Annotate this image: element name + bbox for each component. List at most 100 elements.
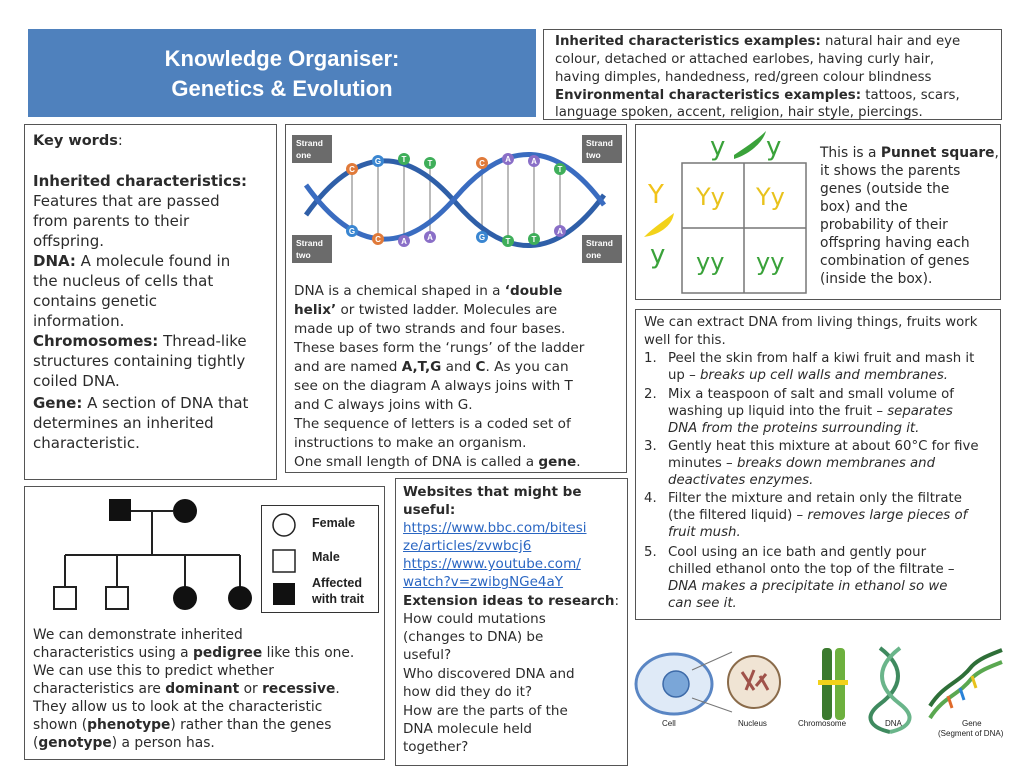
inherited-def-2: from parents to their (33, 212, 190, 230)
websites-heading-1-text: Websites that might be (403, 484, 582, 500)
allele-top-2: y (766, 132, 781, 162)
pedigree-text-6c: ) rather than the genes (170, 717, 332, 733)
extract-step-3-l3i: deactivates enzymes. (668, 473, 814, 488)
gene-term: Gene: A section of DNA that (33, 393, 248, 413)
key-words-heading-colon: : (117, 133, 123, 149)
pedigree-son-1 (53, 586, 77, 610)
allele-left-1: Y (647, 180, 664, 210)
inherited-term: Inherited characteristics: (33, 171, 247, 191)
helix-base-bottom-dot (346, 225, 358, 237)
helix-text-10c: . (576, 454, 581, 470)
nucleus-chromosomes-icon (740, 669, 770, 691)
legend-female-label: Female (312, 516, 356, 530)
helix-base-top-letter: A (557, 227, 563, 236)
extension-idea-6: How are the parts of the (403, 703, 568, 719)
extension-idea-5: how did they do it? (403, 684, 533, 700)
inherited-examples-label: Inherited characteristics examples: (555, 34, 821, 49)
punnett-square-diagram: y y Y y Yy Yy yy yy (644, 131, 807, 294)
helix-text-8: The sequence of letters is a coded set o… (294, 416, 571, 432)
extract-step-1-l2: up – breaks up cell walls and membranes. (668, 367, 948, 385)
extension-heading-text: Extension ideas to research (403, 593, 615, 609)
extension-heading-colon: : (614, 593, 620, 609)
extract-step-2-l2i: separates (887, 404, 953, 419)
extension-heading: Extension ideas to research: (403, 592, 619, 610)
pedigree-daughter-2-affected (228, 586, 252, 610)
chromosome-label: Chromosome (798, 719, 847, 728)
extract-step-5-l2: chilled ethanol onto the top of the filt… (668, 562, 955, 577)
pedigree-text-2a: characteristics using a (33, 645, 193, 661)
helix-bases-atg: A,T,G (401, 359, 442, 375)
inherited-def-3: offspring. (33, 232, 104, 250)
extract-step-2-l1: Mix a teaspoon of salt and small volume … (668, 387, 954, 402)
pedigree-son-2 (105, 586, 129, 610)
extract-step-4-l3i: fruit mush. (668, 525, 741, 540)
gene-def-2: characteristic. (33, 434, 140, 452)
extract-step-2-l3: DNA from the proteins surrounding it. (668, 420, 919, 438)
extract-step-4-l2i: removes large pieces of (807, 508, 968, 523)
gene-rung-3 (970, 675, 978, 689)
helix-text-1: DNA is a chemical shaped in a ‘double (294, 282, 562, 301)
dna-extraction-panel: We can extract DNA from living things, f… (635, 309, 1001, 620)
environmental-examples-text: tattoos, scars, (861, 88, 960, 103)
gene-def-1: determines an inherited (33, 414, 214, 432)
phenotype-term: phenotype (87, 717, 171, 733)
gene-sublabel: (Segment of DNA) (938, 729, 1004, 738)
pedigree-text-2c: like this one. (262, 645, 355, 661)
helix-base-top-dot (476, 231, 488, 243)
helix-base-top-dot (398, 153, 410, 165)
punnett-term: Punnet square (880, 145, 995, 161)
youtube-link-cont[interactable]: watch?v=zwibgNGe4aY (403, 574, 564, 590)
legend-affected-label-2: with trait (312, 592, 365, 606)
helix-base-top-dot (346, 163, 358, 175)
extract-step-5-l4i: can see it. (668, 596, 737, 611)
bbc-link-line-2[interactable]: ze/articles/zvwbcj6 (403, 537, 531, 555)
punnett-text-7: combination of genes (820, 253, 970, 269)
bbc-link-cont[interactable]: ze/articles/zvwbcj6 (403, 538, 532, 554)
youtube-link[interactable]: https://www.youtube.com/ (403, 556, 581, 572)
environmental-examples-line-1: Environmental characteristics examples: … (555, 86, 960, 105)
gene-rung-2 (958, 687, 966, 701)
nucleus-label: Nucleus (738, 719, 767, 728)
legend-male-label: Male (312, 550, 340, 564)
extract-step-2-l3i: DNA from the proteins surrounding it. (668, 421, 920, 436)
helix-base-top-dot (424, 157, 436, 169)
helix-text-9: instructions to make an organism. (294, 435, 527, 451)
dna-strand-a (868, 646, 900, 734)
extract-step-5-num: 5. (644, 545, 657, 560)
bbc-link[interactable]: https://www.bbc.com/bitesi (403, 520, 587, 536)
punnett-text-2: it shows the parents (820, 163, 961, 179)
helix-base-top-dot (528, 233, 540, 245)
key-words-panel: Key words: Inherited characteristics: Fe… (24, 124, 277, 480)
helix-base-top-letter: G (375, 157, 381, 166)
helix-double-term: ‘double (504, 283, 563, 299)
bbc-link-line-1[interactable]: https://www.bbc.com/bitesi (403, 519, 587, 537)
allele-left-2: y (650, 240, 665, 270)
pedigree-text-1: We can demonstrate inherited (33, 627, 243, 643)
extract-step-3-num: 3. (644, 439, 657, 454)
extract-step-5-l3i: DNA makes a precipitate in ethanol so we (668, 579, 948, 594)
helix-base-bottom-dot (528, 155, 540, 167)
punnett-panel: y y Y y Yy Yy yy yy This is a Punnet squ… (635, 124, 1001, 300)
helix-base-bottom-letter: A (427, 233, 433, 242)
websites-heading-1: Websites that might be (403, 483, 582, 501)
pedigree-text-7c: ) a person has. (111, 735, 215, 751)
extract-step-4-l3: fruit mush. (668, 524, 741, 542)
helix-base-bottom-dot (398, 235, 410, 247)
helix-base-bottom-letter: G (349, 227, 355, 236)
examples-panel: Inherited characteristics examples: natu… (543, 29, 1002, 120)
youtube-link-line-2[interactable]: watch?v=zwibgNGe4aY (403, 573, 563, 591)
youtube-link-line-1[interactable]: https://www.youtube.com/ (403, 555, 581, 573)
inherited-examples-line-3: having dimples, handedness, red/green co… (555, 70, 932, 85)
pedigree-text-6: shown (phenotype) rather than the genes (33, 716, 331, 734)
punnett-text-3: genes (outside the (820, 181, 950, 197)
gene-label: Gene (962, 719, 982, 728)
dna-def-3: information. (33, 312, 125, 330)
helix-text-6: see on the diagram A always joins with T (294, 378, 573, 394)
strand-one-top-label-2: one (296, 150, 311, 160)
chromosomes-def-1: structures containing tightly (33, 352, 246, 370)
banana-icon-left (644, 213, 674, 237)
inherited-examples-text: natural hair and eye (820, 34, 961, 49)
